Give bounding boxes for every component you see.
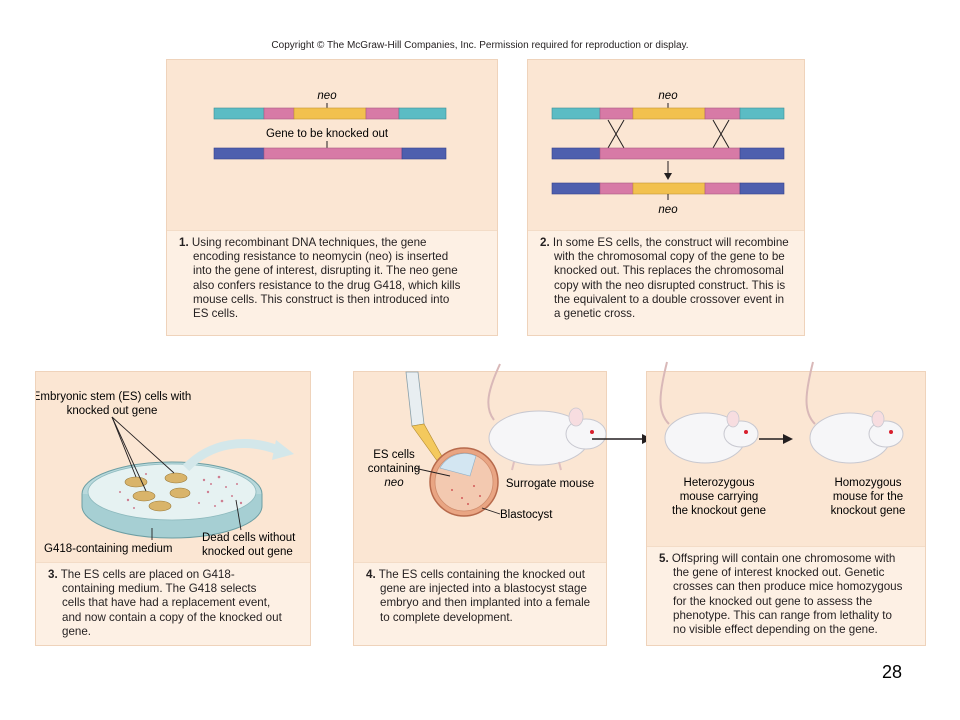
panel1-caption-rest: encoding resistance to neomycin (neo) is…	[193, 250, 461, 321]
panel1-neo-label: neo	[317, 90, 337, 102]
panel3-caption-first: The ES cells are placed on G418-	[60, 568, 235, 581]
panel1-caption: 1. Using recombinant DNA techniques, the…	[167, 230, 497, 335]
panel2-recombined-chromosome	[551, 182, 785, 195]
gene-knocked-out-label: Gene to be knocked out	[266, 128, 389, 140]
panel2-neo-bottom-label: neo	[658, 204, 678, 216]
homozygous-mouse-illustration	[805, 361, 904, 464]
panel4-es-cells-line2: containing	[368, 463, 420, 475]
panel4-es-cells-line1: ES cells	[373, 449, 415, 461]
panel4-step-number: 4.	[366, 568, 376, 581]
panel-step-1: neo Gene to be knocked out 1. Using reco…	[167, 60, 497, 335]
panel2-caption-rest: with the chromosomal copy of the gene to…	[554, 250, 786, 321]
panel3-caption: 3. The ES cells are placed on G418- cont…	[36, 562, 310, 645]
crossover-lines	[607, 119, 730, 149]
panel3-caption-rest: containing medium. The G418 selects cell…	[62, 582, 282, 638]
construct-chromosome	[213, 107, 447, 120]
dead-cells-label-line1: Dead cells without	[202, 532, 296, 544]
panel-step-3: Embryonic stem (ES) cells with knocked o…	[36, 372, 310, 645]
panel-step-4: ES cells containing neo Surrogate mouse …	[354, 363, 607, 645]
het-label-line2: mouse carrying	[680, 491, 759, 503]
panel5-caption: 5. Offspring will contain one chromosome…	[647, 546, 925, 645]
surrogate-mouse-illustration	[487, 363, 607, 471]
panel2-caption-first: In some ES cells, the construct will rec…	[552, 236, 789, 249]
panel2-neo-top-label: neo	[658, 90, 678, 102]
panel2-chromosome	[551, 147, 785, 160]
dead-cells-label-line2: knocked out gene	[202, 546, 293, 558]
micropipette	[405, 371, 449, 477]
panel4-caption: 4. The ES cells containing the knocked o…	[354, 562, 606, 645]
het-label-line1: Heterozygous	[684, 477, 755, 489]
panel4-caption-rest: gene are injected into a blastocyst stag…	[380, 582, 591, 624]
hom-label-line2: mouse for the	[833, 491, 903, 503]
panel2-construct	[551, 107, 785, 120]
es-cells-label-line2: knocked out gene	[67, 405, 158, 417]
arrow-to-offspring	[592, 434, 652, 444]
panel2-step-number: 2.	[540, 236, 550, 249]
panel1-diagram: neo Gene to be knocked out	[213, 90, 447, 160]
panel5-step-number: 5.	[659, 552, 669, 565]
panel4-caption-first: The ES cells containing the knocked out	[378, 568, 585, 581]
panel5-caption-first: Offspring will contain one chromosome wi…	[671, 552, 896, 565]
panel1-caption-first: Using recombinant DNA techniques, the ge…	[191, 236, 427, 249]
panel5-caption-rest: the gene of interest knocked out. Geneti…	[673, 566, 903, 637]
slide-number: 28	[881, 662, 902, 682]
injection-illustration: ES cells containing neo Surrogate mouse …	[368, 363, 607, 521]
panel2-caption: 2. In some ES cells, the construct will …	[528, 230, 804, 335]
panel-step-2: neo neo	[528, 60, 804, 335]
es-cells-label-line1: Embryonic stem (ES) cells with	[36, 391, 191, 403]
panel1-step-number: 1.	[179, 236, 189, 249]
heterozygous-mouse-illustration	[659, 361, 759, 464]
offspring-illustration: Heterozygous mouse carrying the knockout…	[659, 361, 906, 517]
panel-step-5: Heterozygous mouse carrying the knockout…	[647, 361, 925, 645]
hom-label-line1: Homozygous	[834, 477, 901, 489]
panel4-es-cells-line3: neo	[384, 477, 404, 489]
target-chromosome	[213, 147, 447, 160]
copyright-notice: Copyright © The McGraw-Hill Companies, I…	[271, 40, 689, 51]
blastocyst	[429, 447, 499, 517]
hom-label-line3: knockout gene	[831, 505, 906, 517]
g418-medium-label: G418-containing medium	[44, 543, 173, 555]
blastocyst-label: Blastocyst	[500, 509, 553, 521]
panel3-step-number: 3.	[48, 568, 58, 581]
panel2-diagram: neo neo	[551, 90, 785, 216]
surrogate-mouse-label: Surrogate mouse	[506, 478, 594, 490]
petri-dish-illustration: Embryonic stem (ES) cells with knocked o…	[36, 391, 296, 558]
het-label-line3: the knockout gene	[672, 505, 766, 517]
